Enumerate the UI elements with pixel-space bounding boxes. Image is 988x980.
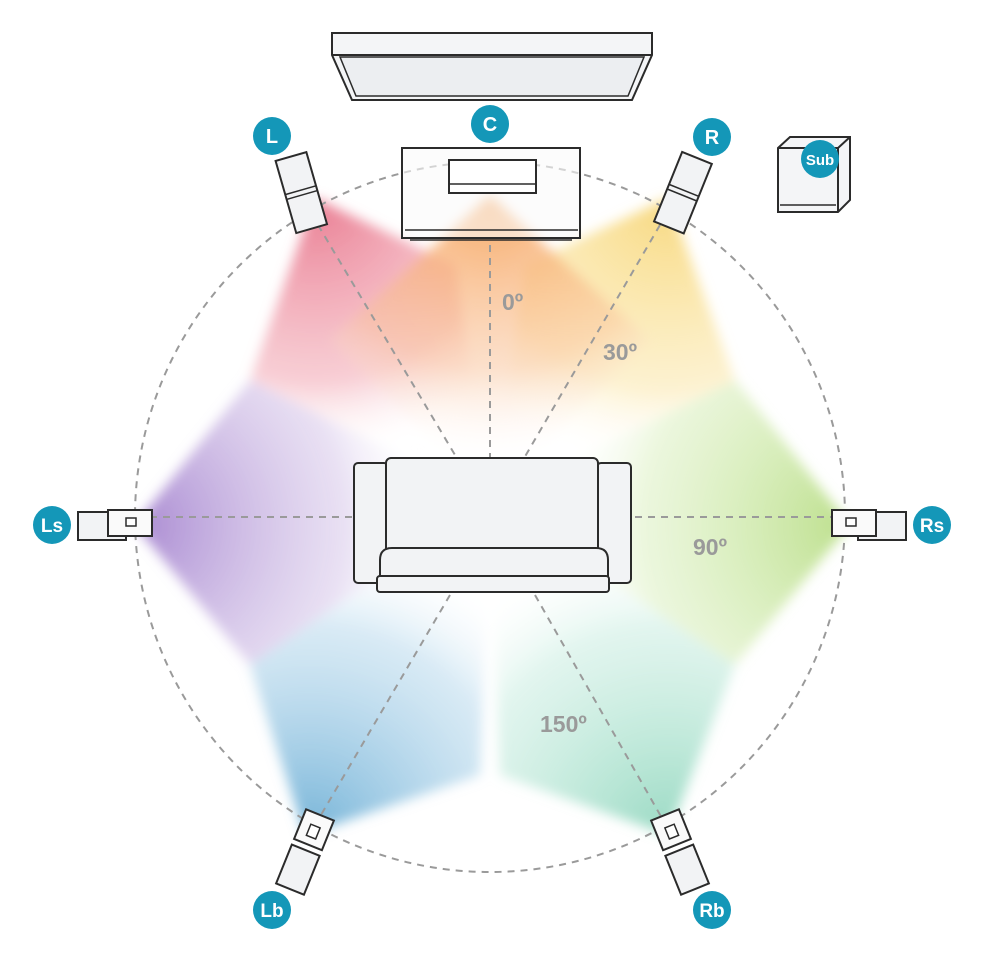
badge-center-label: C	[483, 114, 497, 136]
tv-icon	[331, 32, 653, 101]
speaker-front-left-icon	[274, 150, 329, 235]
speaker-surround-left-icon	[77, 509, 153, 541]
guide-line-back-left	[317, 594, 451, 821]
angle-label-front: 0º	[502, 289, 523, 315]
speaker-surround-right-icon	[831, 509, 907, 541]
speaker-back-right-icon	[649, 807, 711, 897]
badge-back-right-label: Rb	[699, 901, 724, 922]
guide-line-back-right	[534, 594, 664, 821]
badge-subwoofer: Sub	[801, 140, 839, 178]
badge-subwoofer-label: Sub	[806, 152, 834, 169]
wedge-side-left	[135, 380, 490, 665]
badge-surround-right: Rs	[913, 506, 951, 544]
center-speaker-icon	[401, 147, 581, 241]
badge-back-right: Rb	[693, 891, 731, 929]
angle-label-front-speakers: 30º	[603, 339, 637, 365]
angle-label-back: 150º	[540, 711, 587, 737]
badge-back-left: Lb	[253, 891, 291, 929]
badge-front-right-label: R	[705, 127, 720, 149]
badge-front-left: L	[253, 117, 291, 155]
badge-surround-left-label: Ls	[41, 516, 63, 537]
sofa-icon	[353, 457, 632, 593]
guide-line-front-left	[317, 224, 459, 461]
badge-back-left-label: Lb	[260, 901, 283, 922]
speaker-front-right-icon	[652, 150, 714, 235]
badge-front-right: R	[693, 118, 731, 156]
angle-label-side: 90º	[693, 534, 727, 560]
badge-front-left-label: L	[266, 126, 278, 148]
badge-surround-left: Ls	[33, 506, 71, 544]
badge-surround-right-label: Rs	[920, 516, 944, 537]
wedge-side-right	[490, 380, 850, 665]
wedge-center	[330, 195, 650, 500]
guide-line-front-right	[522, 224, 661, 461]
badge-center: C	[471, 105, 509, 143]
speaker-back-left-icon	[274, 807, 336, 897]
